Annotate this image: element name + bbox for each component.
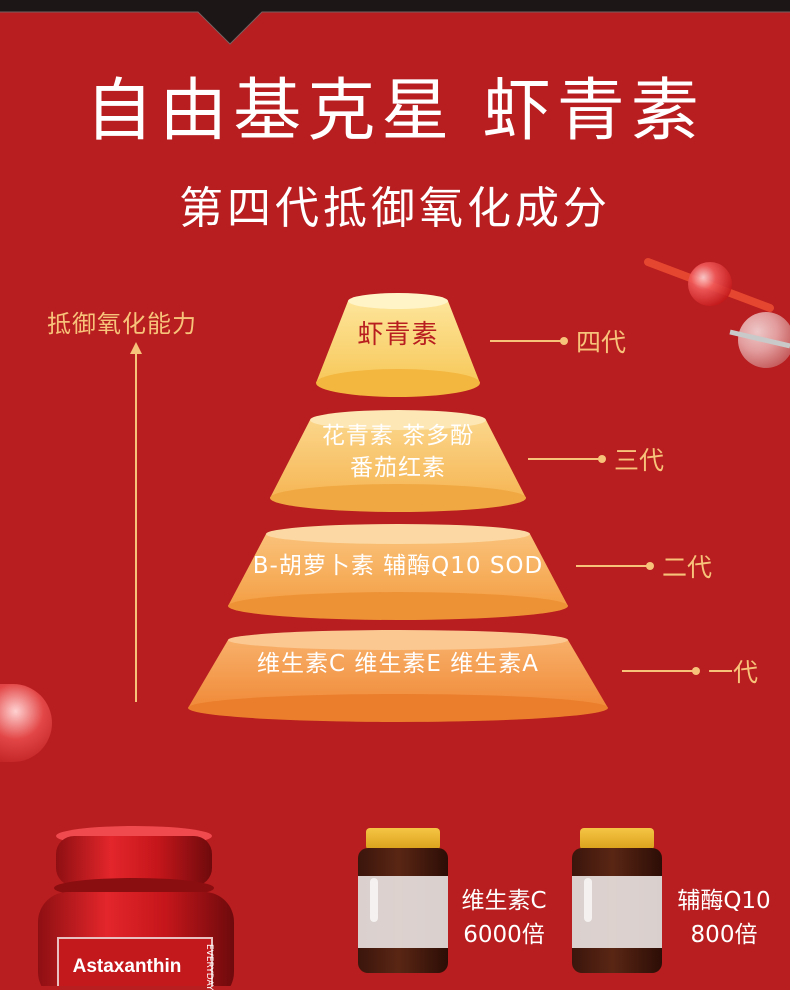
axis-label: 抵御氧化能力 [47, 310, 197, 338]
marker-line [528, 458, 600, 460]
bottle-shine [370, 878, 378, 922]
top-decor-strip [0, 0, 790, 45]
comparison-name: 维生素C [461, 888, 547, 914]
generation-label: 四代 [576, 328, 627, 357]
up-arrow-icon [130, 342, 142, 702]
page-subtitle: 第四代抵御氧化成分 [179, 183, 611, 234]
generation-marker-2: 二代 [576, 551, 713, 582]
marker-dot-icon [598, 455, 606, 463]
generation-label: 二代 [662, 553, 713, 582]
pyramid-tier-3rd-gen: 花青素 茶多酚 番茄红素 [270, 410, 526, 516]
comparison-name: 辅酶Q10 [677, 888, 771, 914]
bottle-shine [584, 878, 592, 922]
pyramid-tier-1st-gen: 维生素C 维生素E 维生素A [188, 630, 608, 730]
marker-line [622, 670, 694, 672]
generation-marker-3: 三代 [528, 444, 665, 475]
tier-text-line: 番茄红素 [350, 455, 446, 481]
bubble-decor-icon [0, 684, 52, 762]
tier-text-line: 花青素 茶多酚 [321, 423, 475, 449]
generation-label: 一代 [708, 658, 759, 687]
product-side-text: EVERYDAY [204, 944, 214, 990]
pyramid-tier-4th-gen: 虾青素 [316, 293, 480, 399]
generation-label: 三代 [614, 446, 665, 475]
comparison-multiple: 800倍 [690, 922, 758, 948]
comparison-text-vitamin-c: 维生素C 6000倍 [452, 884, 556, 952]
tier-shape [188, 630, 608, 722]
page-title: 自由基克星 虾青素 [85, 72, 705, 151]
marker-line [576, 565, 648, 567]
tier-shape [228, 524, 568, 620]
marker-line [490, 340, 562, 342]
bottle-cap [580, 828, 654, 850]
tier-text-line: 虾青素 [357, 320, 439, 350]
marker-dot-icon [692, 667, 700, 675]
molecule-decor-icon [644, 258, 790, 368]
tier-shape [270, 410, 526, 512]
pyramid-tier-2nd-gen: B-胡萝卜素 辅酶Q10 SOD [228, 524, 568, 624]
tier-text-line: B-胡萝卜素 辅酶Q10 SOD [252, 553, 544, 579]
bottle-vitamin-c [358, 828, 448, 978]
comparison-multiple: 6000倍 [463, 922, 545, 948]
bottle-coq10 [572, 828, 662, 978]
comparison-text-coq10: 辅酶Q10 800倍 [668, 884, 780, 952]
bottle-cap [366, 828, 440, 850]
tier-text-line: 维生素C 维生素E 维生素A [257, 651, 539, 677]
product-jar-image [38, 826, 234, 986]
generation-marker-1: 一代 [622, 656, 759, 687]
tier-shape [316, 293, 480, 397]
marker-dot-icon [646, 562, 654, 570]
product-label: Astaxanthin [72, 956, 182, 977]
marker-dot-icon [560, 337, 568, 345]
generation-marker-4: 四代 [490, 326, 627, 357]
